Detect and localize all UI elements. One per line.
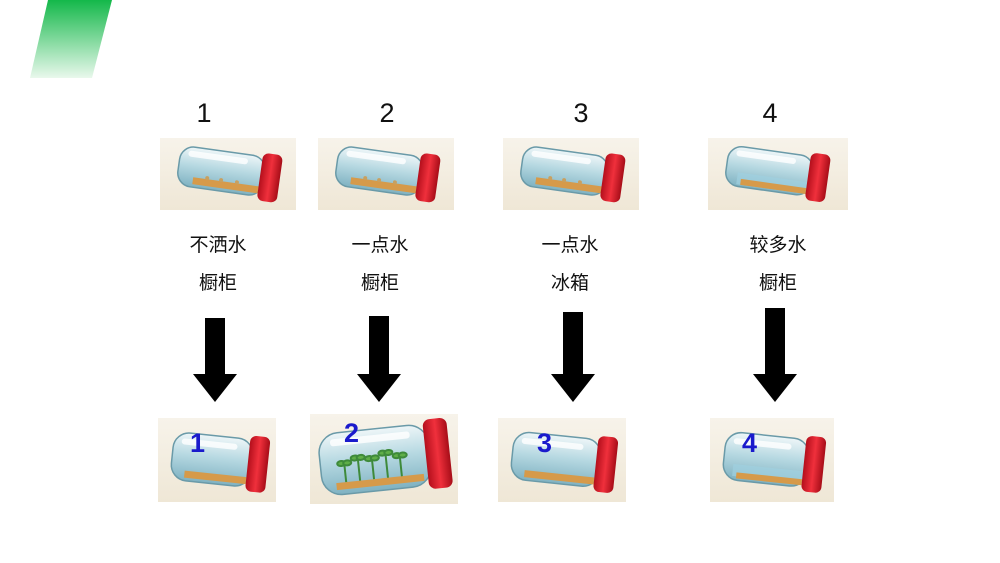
water-condition-label: 一点水	[351, 235, 409, 256]
corner-decoration	[30, 0, 112, 78]
water-condition-label: 不洒水	[189, 235, 247, 256]
jar-number: 4	[762, 98, 778, 128]
down-arrow	[357, 316, 401, 402]
place-label: 橱柜	[360, 273, 399, 294]
water-condition-label: 较多水	[749, 235, 807, 256]
jar-number: 3	[573, 98, 589, 128]
place-label: 橱柜	[198, 273, 237, 294]
jar-before-image	[503, 138, 639, 210]
jar-number: 2	[379, 98, 395, 128]
result-badge: 1	[190, 428, 206, 458]
jar-after-sprouted-image	[310, 414, 458, 504]
jar-after-image	[498, 418, 626, 502]
down-arrow	[753, 308, 797, 402]
jar-before-image	[708, 138, 848, 210]
jar-before-image	[318, 138, 454, 210]
jar-before-image	[160, 138, 296, 210]
jar-number: 1	[196, 98, 212, 128]
result-badge: 4	[742, 428, 758, 458]
water-condition-label: 一点水	[541, 235, 599, 256]
result-badge: 3	[537, 428, 553, 458]
result-badge: 2	[344, 418, 360, 448]
jar-after-image	[710, 418, 834, 502]
place-label: 冰箱	[550, 273, 589, 294]
jar-after-image	[158, 418, 276, 502]
down-arrow	[193, 318, 237, 402]
place-label: 橱柜	[758, 273, 797, 294]
down-arrow	[551, 312, 595, 402]
